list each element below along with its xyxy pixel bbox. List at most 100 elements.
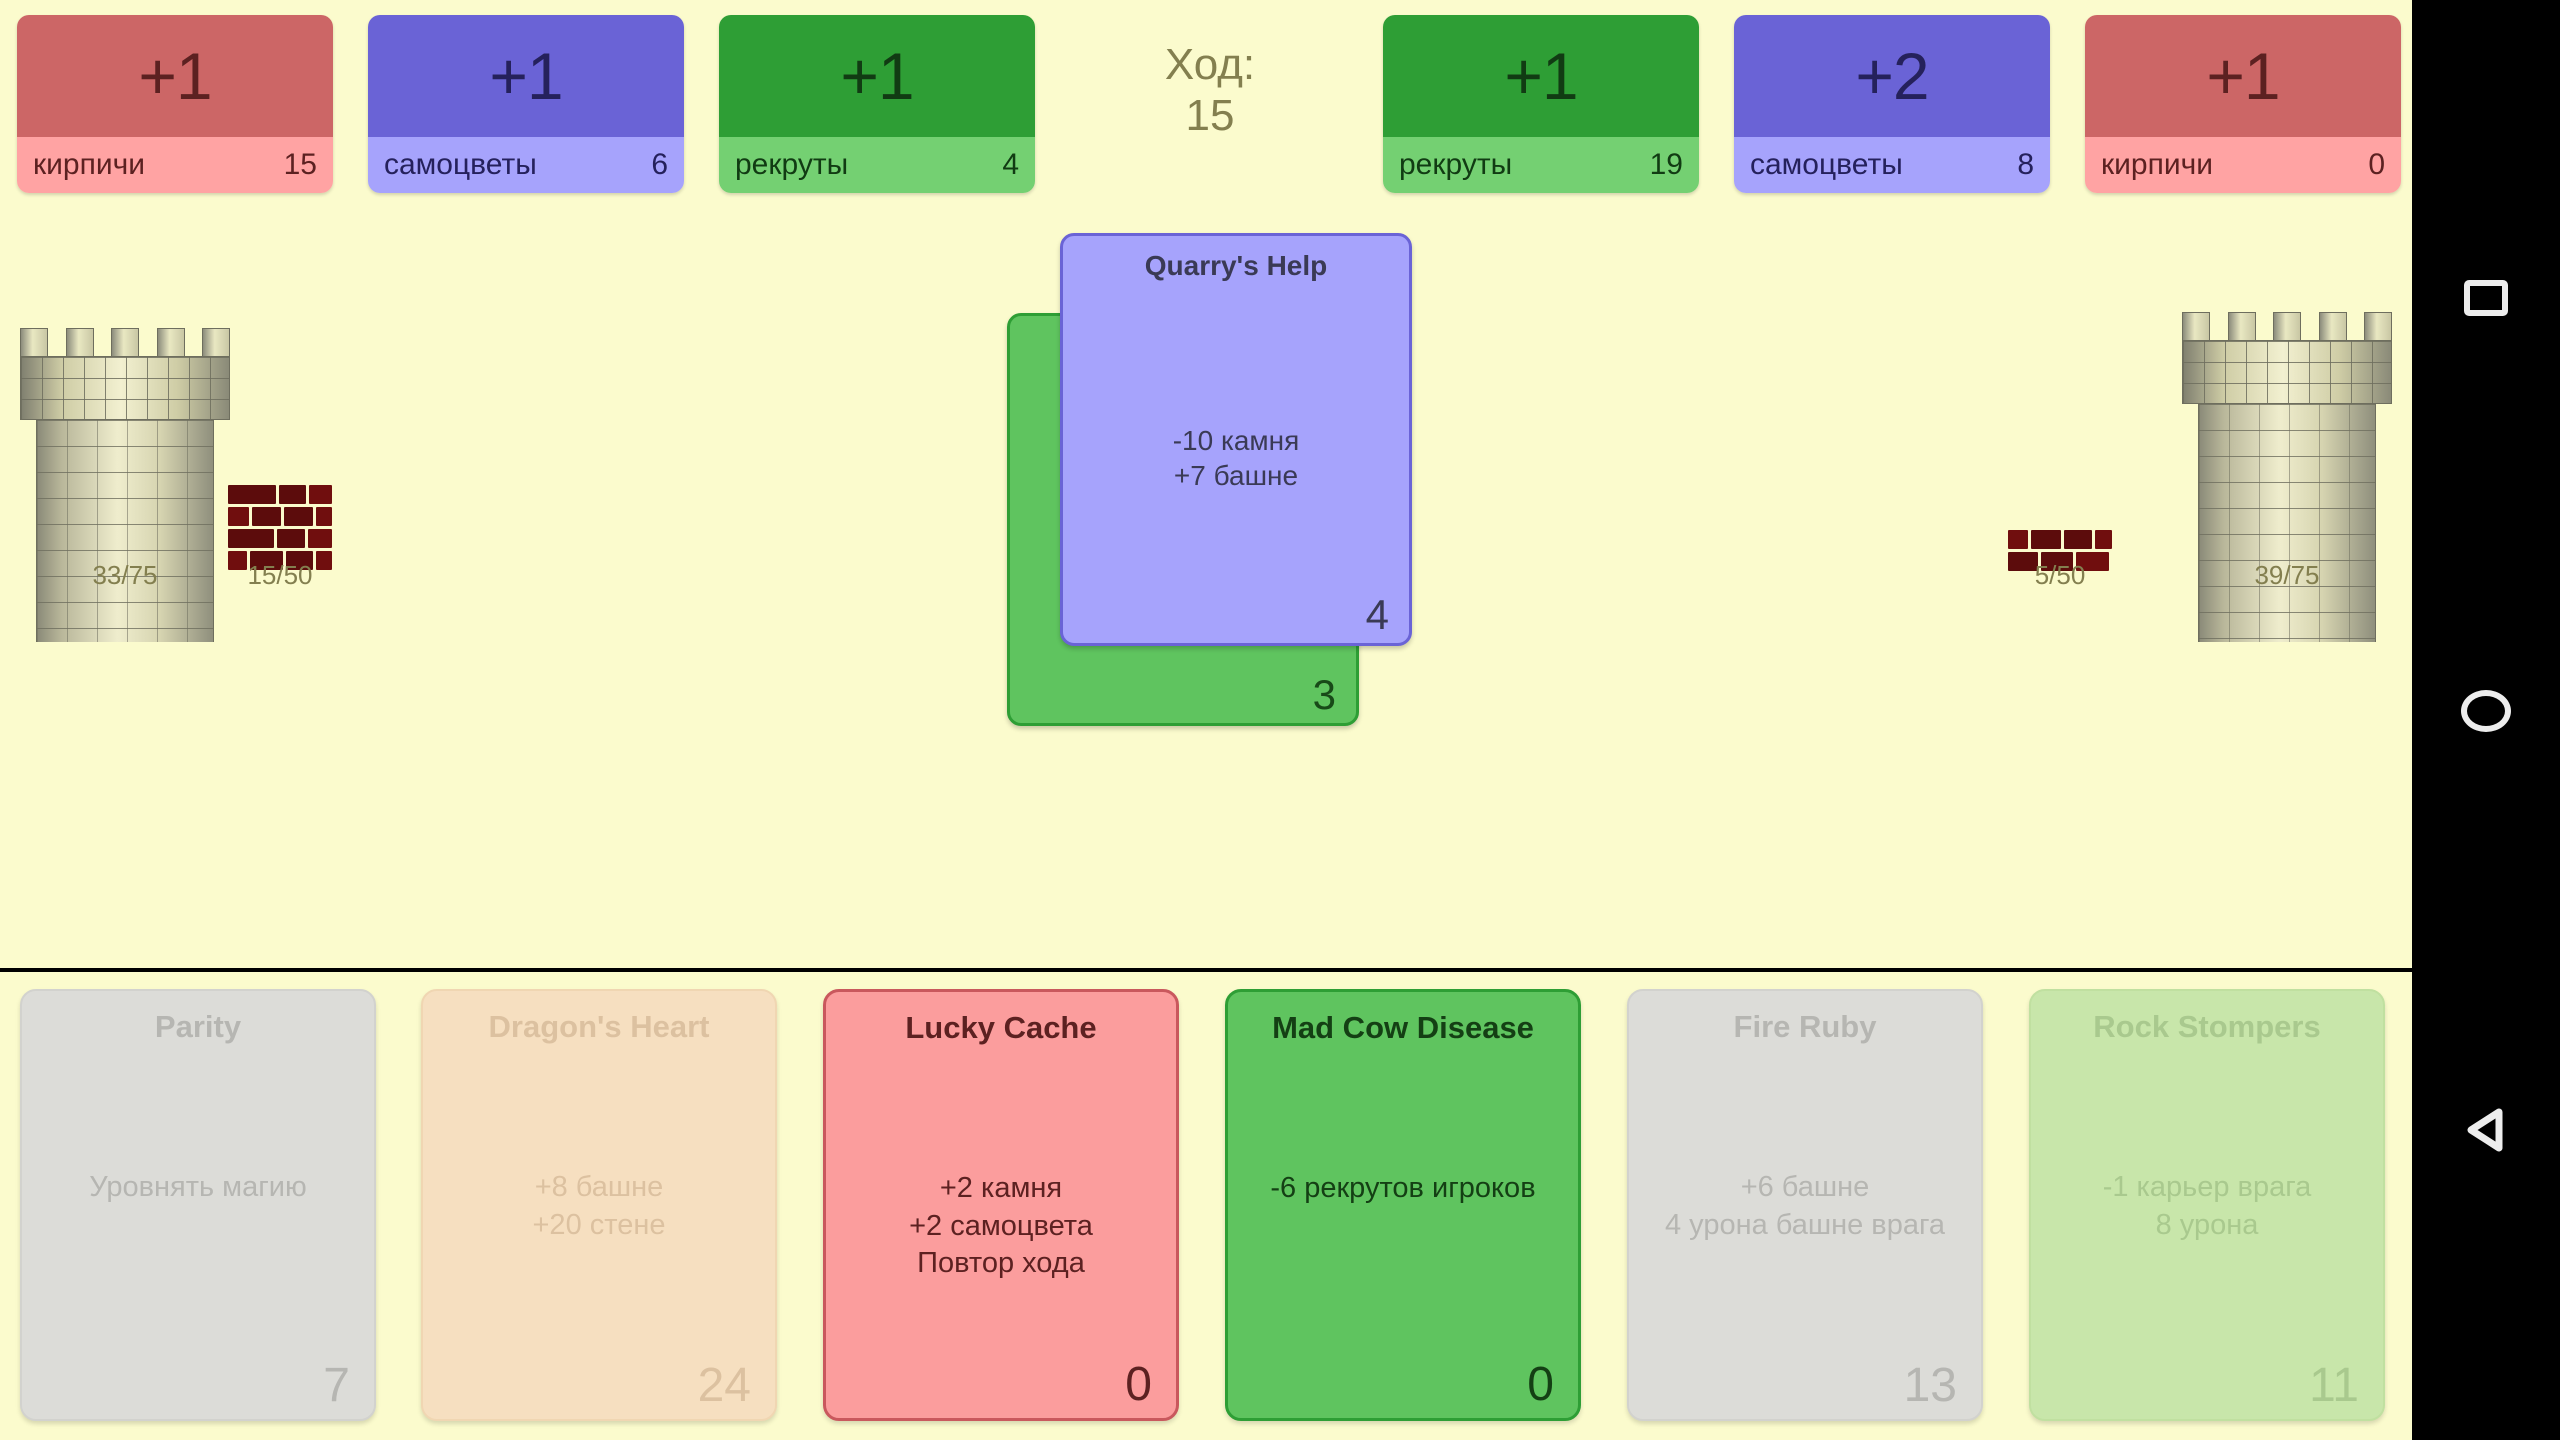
brick	[316, 551, 332, 570]
merlon	[111, 328, 139, 358]
played-card-quarrys-help[interactable]: Quarry's Help -10 камня+7 башне 4	[1060, 233, 1412, 646]
brick	[316, 507, 332, 526]
merlon	[156, 328, 185, 358]
wall-rows	[2008, 530, 2112, 571]
brick	[2064, 530, 2092, 549]
tower-crown	[20, 328, 230, 420]
resource-card-player-gems[interactable]: +1 самоцветы 6	[368, 15, 684, 193]
resource-label: кирпичи	[2101, 148, 2213, 181]
resource-footer: рекруты 19	[1383, 137, 1699, 193]
played-card-body: -10 камня+7 башне	[1172, 425, 1300, 491]
tower-band	[2182, 340, 2392, 404]
resource-label: рекруты	[735, 148, 849, 181]
hand-card-cost: 13	[1903, 1359, 1957, 1412]
hand-card-body: -6 рекрутов игроков	[1270, 1172, 1536, 1204]
brick	[2008, 530, 2028, 549]
hand-card-parity[interactable]: Parity Уровнять магию 7	[20, 989, 376, 1421]
enemy-wall-hp: 5/50	[2034, 560, 2086, 590]
brick	[228, 551, 248, 570]
resource-card-enemy-recruits[interactable]: +1 рекруты 19	[1383, 15, 1699, 193]
resource-delta-wrap: +1	[719, 15, 1035, 137]
tower-band	[20, 356, 230, 420]
brick	[2041, 552, 2073, 571]
home-button[interactable]	[2461, 690, 2511, 732]
hand-card-dragons-heart[interactable]: Dragon's Heart +8 башне+20 стене 24	[421, 989, 777, 1421]
brick	[286, 551, 314, 570]
wall-row	[2008, 530, 2112, 549]
wall-rows	[228, 485, 332, 570]
tower-shaft	[2198, 404, 2376, 642]
hand-card-cost: 11	[2309, 1359, 2359, 1412]
resource-delta: +1	[2206, 39, 2280, 113]
game-surface: +1 кирпичи 15 +1 самоцветы 6 +1	[0, 0, 2412, 1440]
wall-row	[2008, 552, 2112, 571]
resource-value: 0	[2368, 148, 2385, 181]
home-circle-icon	[2461, 690, 2511, 732]
enemy-tower-hp: 39/75	[2254, 560, 2320, 590]
brick	[279, 485, 306, 504]
back-triangle-icon	[2467, 1108, 2503, 1152]
turn-label: Ход:	[1164, 40, 1256, 89]
brick	[2095, 530, 2112, 549]
player-wall	[228, 485, 332, 570]
tower-shaft	[36, 420, 214, 642]
turn-counter: Ход: 15	[1065, 40, 1355, 141]
resource-card-enemy-bricks[interactable]: +1 кирпичи 0	[2085, 15, 2401, 193]
recents-button[interactable]	[2464, 280, 2508, 316]
resource-bar: +1 кирпичи 15 +1 самоцветы 6 +1	[0, 0, 2412, 200]
resource-delta-wrap: +1	[17, 15, 333, 137]
recents-square-icon	[2464, 280, 2508, 316]
merlon	[202, 328, 230, 358]
merlon	[2227, 312, 2256, 342]
resource-footer: самоцветы 6	[368, 137, 684, 193]
brick	[228, 485, 276, 504]
hand-card-mad-cow-disease[interactable]: Mad Cow Disease -6 рекрутов игроков 0	[1225, 989, 1581, 1421]
hand-card-cost: 0	[1527, 1358, 1554, 1411]
brick	[2076, 552, 2109, 571]
tower-crown	[2182, 312, 2392, 404]
hand-card-body: Уровнять магию	[89, 1171, 307, 1203]
resource-delta-wrap: +1	[1383, 15, 1699, 137]
resource-card-enemy-gems[interactable]: +2 самоцветы 8	[1734, 15, 2050, 193]
tower-merlons	[20, 328, 230, 358]
resource-footer: самоцветы 8	[1734, 137, 2050, 193]
resource-value: 15	[283, 148, 317, 181]
brick	[2008, 552, 2038, 571]
resource-card-player-recruits[interactable]: +1 рекруты 4	[719, 15, 1035, 193]
merlon	[2273, 312, 2301, 342]
back-button[interactable]	[2456, 1100, 2516, 1160]
hand-card-title: Rock Stompers	[2093, 1009, 2321, 1044]
turn-value: 15	[1185, 90, 1235, 140]
brick	[228, 507, 250, 526]
merlon	[2182, 312, 2210, 342]
player-wall-hp: 15/50	[247, 560, 313, 590]
resource-delta-wrap: +1	[368, 15, 684, 137]
resource-delta: +1	[840, 39, 914, 113]
hand-card-title: Mad Cow Disease	[1272, 1010, 1534, 1045]
brick	[277, 529, 305, 548]
tower-merlons	[2182, 312, 2392, 342]
resource-delta: +2	[1855, 39, 1929, 113]
enemy-wall	[2008, 530, 2112, 571]
merlon	[2318, 312, 2347, 342]
wall-row	[228, 485, 332, 504]
brick	[228, 529, 274, 548]
brick	[250, 551, 284, 570]
resource-delta: +1	[489, 39, 563, 113]
resource-label: самоцветы	[1750, 148, 1903, 181]
resource-value: 4	[1002, 148, 1019, 181]
played-card-cost: 4	[1365, 591, 1389, 638]
resource-card-player-bricks[interactable]: +1 кирпичи 15	[17, 15, 333, 193]
player-tower	[20, 328, 230, 642]
wall-row	[228, 551, 332, 570]
merlon	[2364, 312, 2392, 342]
resource-value: 8	[2017, 148, 2034, 181]
hand-card-body: +8 башне+20 стене	[532, 1171, 666, 1241]
battlefield: 33/75	[0, 200, 2412, 970]
hand-card-title: Dragon's Heart	[488, 1009, 710, 1044]
